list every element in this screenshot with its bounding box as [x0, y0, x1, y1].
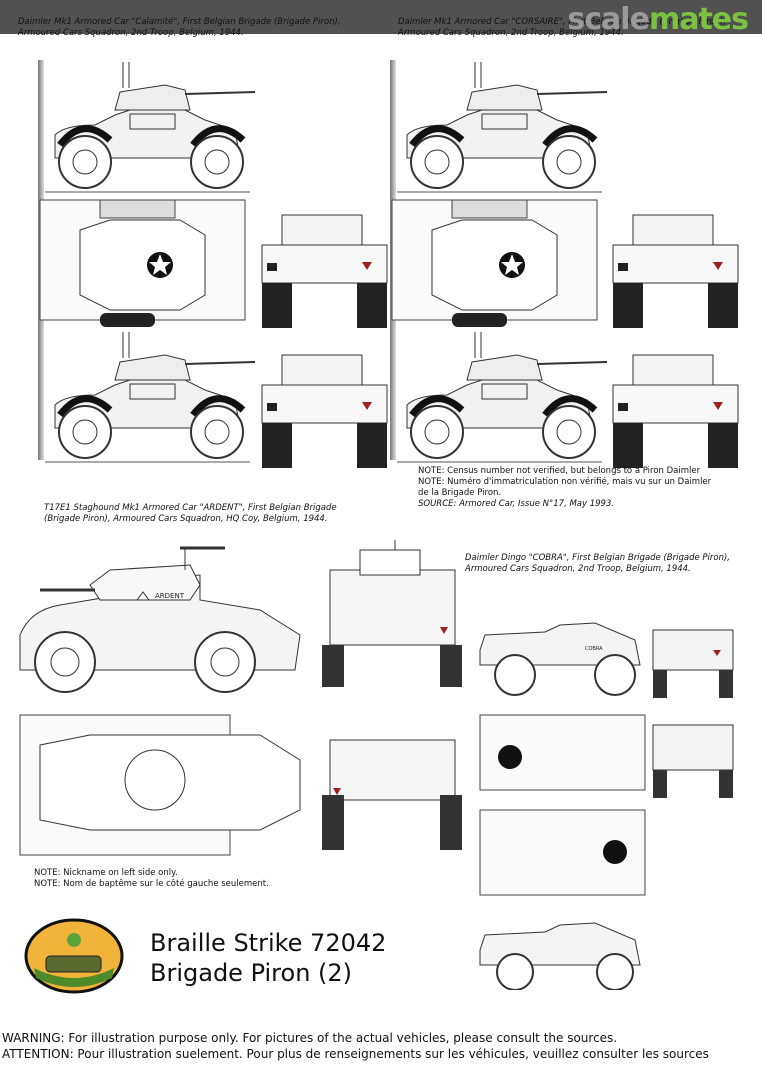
product-title: Braille Strike 72042 Brigade Piron (2): [150, 929, 387, 987]
footer-disclaimer: WARNING: For illustration purpose only. …: [2, 1031, 709, 1061]
caption-daimler-calamite: Daimler Mk1 Armored Car "Calamité", Firs…: [18, 17, 341, 38]
braille-strike-logo: [24, 918, 124, 994]
svg-text:ARDENT: ARDENT: [155, 592, 185, 600]
dingo-rear-view: [652, 724, 734, 798]
staghound-front-view: [322, 540, 462, 687]
note-census: NOTE: Census number not verified, but be…: [418, 466, 712, 509]
scalemates-logo[interactable]: scalemates: [567, 2, 749, 37]
dingo-front-view: [652, 629, 734, 698]
staghound-side-view: ARDENT: [19, 546, 301, 693]
dingo-drawings: COBRA: [479, 622, 734, 990]
staghound-drawings: ARDENT: [19, 540, 462, 856]
daimler-drawings: [39, 0, 739, 469]
dingo-side-view: COBRA: [479, 622, 641, 696]
caption-dingo: Daimler Dingo "COBRA", First Belgian Bri…: [465, 553, 731, 574]
svg-text:COBRA: COBRA: [585, 646, 603, 652]
scalemates-header-bar: [0, 0, 762, 34]
caption-daimler-corsaire: Daimler Mk1 Armored Car "CORSAIRE", Firs…: [398, 17, 727, 38]
dingo-top-view: [479, 714, 646, 896]
caption-staghound: T17E1 Staghound Mk1 Armored Car "ARDENT"…: [44, 503, 337, 524]
dingo-side-view-2: [479, 922, 641, 990]
staghound-top-view: [19, 714, 301, 856]
note-nickname: NOTE: Nickname on left side only. NOTE: …: [34, 868, 269, 889]
staghound-rear-view: [322, 739, 462, 850]
